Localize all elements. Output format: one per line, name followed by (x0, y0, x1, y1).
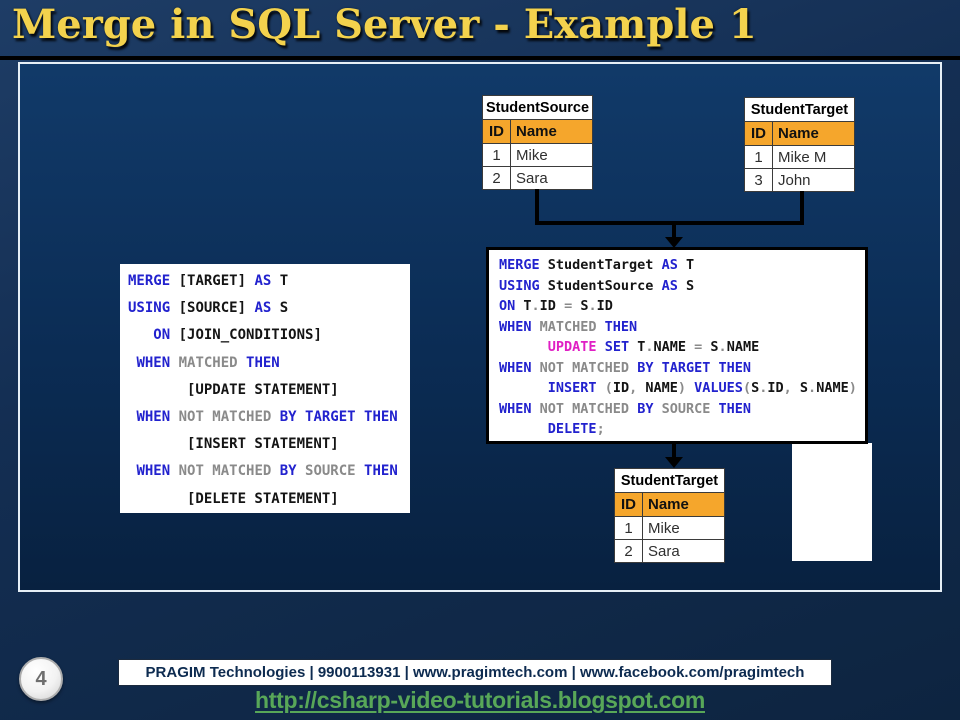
blog-link[interactable]: http://csharp-video-tutorials.blogspot.c… (255, 687, 705, 713)
page-number: 4 (35, 667, 47, 690)
arrow-down-icon (665, 237, 683, 248)
student-target-before-table: StudentTarget ID Name 1 Mike M 3 John (744, 97, 855, 192)
page-number-badge: 4 (19, 657, 63, 701)
student-source-table: StudentSource ID Name 1 Mike 2 Sara (482, 95, 593, 190)
footer-link-row: http://csharp-video-tutorials.blogspot.c… (0, 687, 960, 714)
connector-target-vertical (800, 191, 804, 225)
result-arrow-stem (672, 444, 676, 458)
column-header-id: ID (614, 492, 643, 517)
student-target-after-table: StudentTarget ID Name 1 Mike 2 Sara (614, 468, 725, 563)
column-header-name: Name (772, 121, 855, 146)
connector-source-vertical (535, 189, 539, 225)
table-title: StudentSource (482, 95, 593, 120)
column-header-name: Name (510, 119, 593, 144)
footer-banner: PRAGIM Technologies | 9900113931 | www.p… (118, 659, 832, 686)
connector-horizontal (535, 221, 804, 225)
table-row: 1 Mike M (744, 145, 855, 169)
column-header-id: ID (744, 121, 773, 146)
table-row: 2 Sara (482, 166, 593, 190)
slide-title: Merge in SQL Server - Example 1 (12, 1, 757, 48)
title-underline (0, 56, 960, 60)
white-backdrop-fragment (792, 443, 872, 561)
table-title: StudentTarget (744, 97, 855, 122)
footer-banner-text: PRAGIM Technologies | 9900113931 | www.p… (145, 664, 805, 681)
column-header-name: Name (642, 492, 725, 517)
table-title: StudentTarget (614, 468, 725, 493)
table-row: 2 Sara (614, 539, 725, 563)
arrow-down-icon (665, 457, 683, 468)
table-row: 1 Mike (614, 516, 725, 540)
column-header-id: ID (482, 119, 511, 144)
connector-arrow-stem (672, 223, 676, 238)
table-row: 3 John (744, 168, 855, 192)
table-row: 1 Mike (482, 143, 593, 167)
